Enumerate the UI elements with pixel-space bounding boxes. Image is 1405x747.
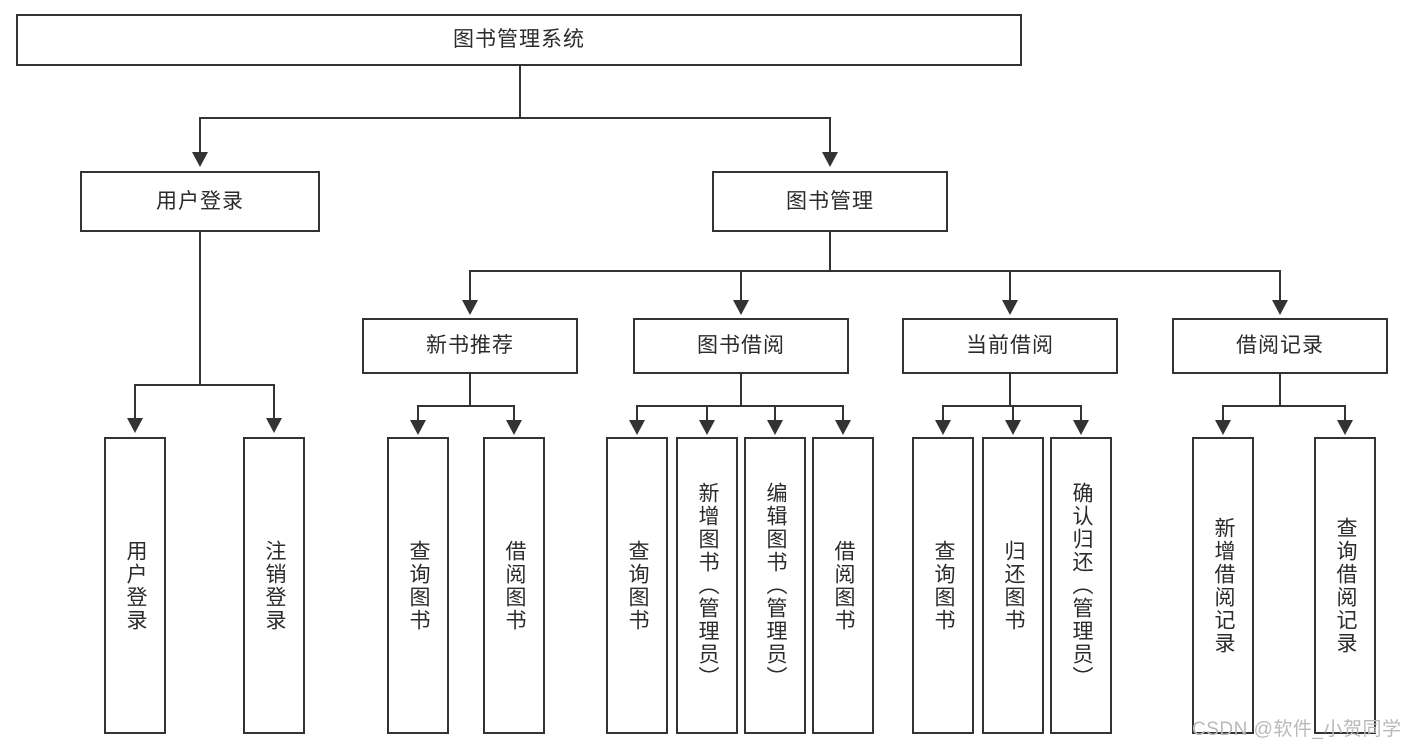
node-user-login[interactable]: 用户登录 [80, 171, 320, 232]
arrow-record-b2 [1337, 420, 1353, 435]
edge-user-login-stem [199, 232, 201, 384]
edge-record-stem [1279, 374, 1281, 405]
node-label: 新书推荐 [426, 334, 514, 358]
edge-borrow-bus [636, 405, 844, 407]
leaf-user-login[interactable]: 用户登录 [104, 437, 166, 734]
edge-user-login-b1 [134, 384, 136, 420]
arrow-book-mgmt-b2 [733, 300, 749, 315]
edge-book-mgmt-bus [469, 270, 1281, 272]
node-current-borrow[interactable]: 当前借阅 [902, 318, 1118, 374]
arrow-recommend-b2 [506, 420, 522, 435]
leaf-query-book-borrow[interactable]: 查询图书 [606, 437, 668, 734]
edge-book-mgmt-b1 [469, 270, 471, 302]
edge-borrow-stem [740, 374, 742, 405]
edge-record-b1 [1222, 405, 1224, 422]
node-label: 查询图书 [407, 539, 431, 632]
edge-root-to-book-mgmt [829, 117, 831, 154]
arrow-current-b2 [1005, 420, 1021, 435]
edge-recommend-bus [417, 405, 514, 407]
edge-current-stem [1009, 374, 1011, 405]
node-label: 注销登录 [263, 539, 287, 632]
edge-borrow-b1 [636, 405, 638, 422]
edge-root-bus [199, 117, 831, 119]
leaf-confirm-return-admin[interactable]: 确认归还（管理员） [1050, 437, 1112, 734]
edge-recommend-b2 [513, 405, 515, 422]
arrow-borrow-b3 [767, 420, 783, 435]
edge-book-mgmt-b4 [1279, 270, 1281, 302]
leaf-borrow-book[interactable]: 借阅图书 [812, 437, 874, 734]
edge-root-stem [519, 66, 521, 117]
edge-recommend-b1 [417, 405, 419, 422]
arrow-user-login-b2 [266, 418, 282, 433]
leaf-add-book-admin[interactable]: 新增图书（管理员） [676, 437, 738, 734]
edge-user-login-bus [134, 384, 274, 386]
node-label: 编辑图书（管理员） [764, 482, 788, 689]
edge-current-b3 [1080, 405, 1082, 422]
edge-borrow-b3 [774, 405, 776, 422]
arrow-root-to-book-mgmt [822, 152, 838, 167]
arrow-borrow-b2 [699, 420, 715, 435]
node-label: 图书管理系统 [453, 28, 585, 52]
node-label: 归还图书 [1002, 539, 1026, 632]
arrow-user-login-b1 [127, 418, 143, 433]
arrow-borrow-b1 [629, 420, 645, 435]
arrow-current-b3 [1073, 420, 1089, 435]
node-label: 确认归还（管理员） [1070, 482, 1094, 689]
node-book-management[interactable]: 图书管理 [712, 171, 948, 232]
node-label: 新增借阅记录 [1212, 516, 1236, 655]
leaf-query-borrow-record[interactable]: 查询借阅记录 [1314, 437, 1376, 734]
edge-root-to-user-login [199, 117, 201, 154]
node-label: 借阅记录 [1236, 334, 1324, 358]
edge-record-b2 [1344, 405, 1346, 422]
csdn-watermark: CSDN @软件_小贺同学 [1192, 719, 1402, 740]
edge-book-mgmt-b2 [740, 270, 742, 302]
leaf-query-book-recommend[interactable]: 查询图书 [387, 437, 449, 734]
arrow-borrow-b4 [835, 420, 851, 435]
node-label: 查询借阅记录 [1334, 516, 1358, 655]
node-label: 用户登录 [124, 539, 148, 632]
edge-borrow-b4 [842, 405, 844, 422]
node-new-book-recommend[interactable]: 新书推荐 [362, 318, 578, 374]
node-label: 当前借阅 [966, 334, 1054, 358]
edge-book-mgmt-b3 [1009, 270, 1011, 302]
node-label: 图书借阅 [697, 334, 785, 358]
node-label: 用户登录 [156, 189, 244, 213]
node-label: 借阅图书 [503, 539, 527, 632]
arrow-current-b1 [935, 420, 951, 435]
edge-record-bus [1222, 405, 1345, 407]
node-label: 新增图书（管理员） [696, 482, 720, 689]
edge-user-login-b2 [273, 384, 275, 420]
arrow-record-b1 [1215, 420, 1231, 435]
leaf-query-book-current[interactable]: 查询图书 [912, 437, 974, 734]
node-book-borrow[interactable]: 图书借阅 [633, 318, 849, 374]
node-label: 图书管理 [786, 189, 874, 213]
leaf-logout[interactable]: 注销登录 [243, 437, 305, 734]
node-label: 查询图书 [932, 539, 956, 632]
edge-book-mgmt-stem [829, 232, 831, 270]
edge-borrow-b2 [706, 405, 708, 422]
arrow-recommend-b1 [410, 420, 426, 435]
node-label: 借阅图书 [832, 539, 856, 632]
arrow-book-mgmt-b3 [1002, 300, 1018, 315]
leaf-edit-book-admin[interactable]: 编辑图书（管理员） [744, 437, 806, 734]
edge-current-b1 [942, 405, 944, 422]
leaf-return-book[interactable]: 归还图书 [982, 437, 1044, 734]
edge-current-b2 [1012, 405, 1014, 422]
edge-current-bus [942, 405, 1081, 407]
arrow-book-mgmt-b1 [462, 300, 478, 315]
arrow-book-mgmt-b4 [1272, 300, 1288, 315]
node-borrow-record[interactable]: 借阅记录 [1172, 318, 1388, 374]
leaf-add-borrow-record[interactable]: 新增借阅记录 [1192, 437, 1254, 734]
edge-recommend-stem [469, 374, 471, 405]
arrow-root-to-user-login [192, 152, 208, 167]
node-label: 查询图书 [626, 539, 650, 632]
leaf-borrow-book-recommend[interactable]: 借阅图书 [483, 437, 545, 734]
node-root-system[interactable]: 图书管理系统 [16, 14, 1022, 66]
